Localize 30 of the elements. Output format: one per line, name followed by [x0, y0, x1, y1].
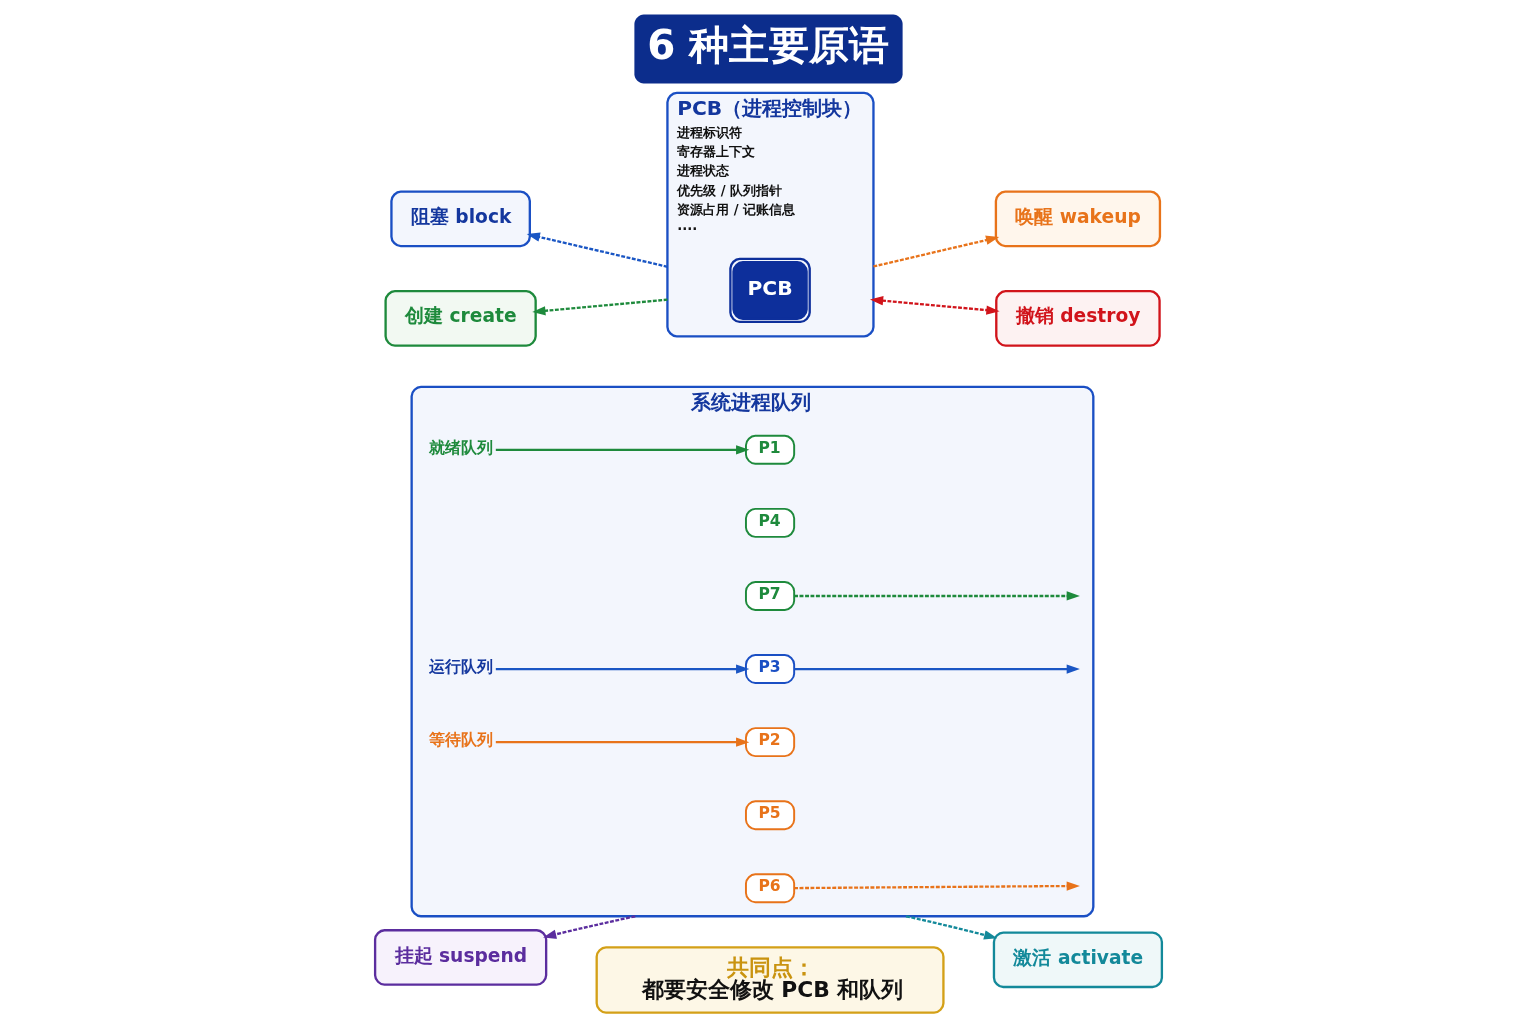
- node-box: 创建 create: [383, 290, 537, 347]
- node-box: P3: [744, 654, 795, 684]
- node-box: P7: [744, 581, 795, 611]
- arrow: [542, 915, 635, 939]
- arrow: [495, 737, 749, 747]
- arrow: [793, 664, 1080, 674]
- arrow: [793, 881, 1080, 891]
- arrow: [869, 296, 1000, 315]
- diagram-title: 6 种主要原语: [646, 20, 889, 69]
- node-text: 就绪队列: [428, 438, 493, 457]
- arrow: [872, 235, 999, 268]
- node-box: 唤醒 wakeup: [994, 190, 1161, 248]
- node-box: P1: [744, 434, 795, 465]
- node-text: 运行队列: [428, 658, 493, 677]
- arrow: [526, 232, 668, 268]
- arrow: [495, 664, 749, 674]
- node-box: P6: [744, 873, 795, 904]
- arrow: [495, 445, 749, 455]
- node-box: 阻塞 block: [389, 190, 531, 248]
- node-box: 激活 activate: [992, 931, 1163, 989]
- node-text: 等待队列: [428, 731, 493, 750]
- node-box: 撤销 destroy: [994, 290, 1161, 347]
- node-box: P2: [744, 727, 795, 758]
- node-box: 共同点： 都要安全修改 PCB 和队列: [595, 946, 945, 1014]
- node-box: P4: [744, 507, 795, 538]
- node-box: 挂起 suspend: [373, 929, 547, 986]
- arrow: [793, 591, 1080, 601]
- node-box: P5: [744, 800, 795, 831]
- arrow: [531, 298, 668, 316]
- arrow: [905, 915, 997, 940]
